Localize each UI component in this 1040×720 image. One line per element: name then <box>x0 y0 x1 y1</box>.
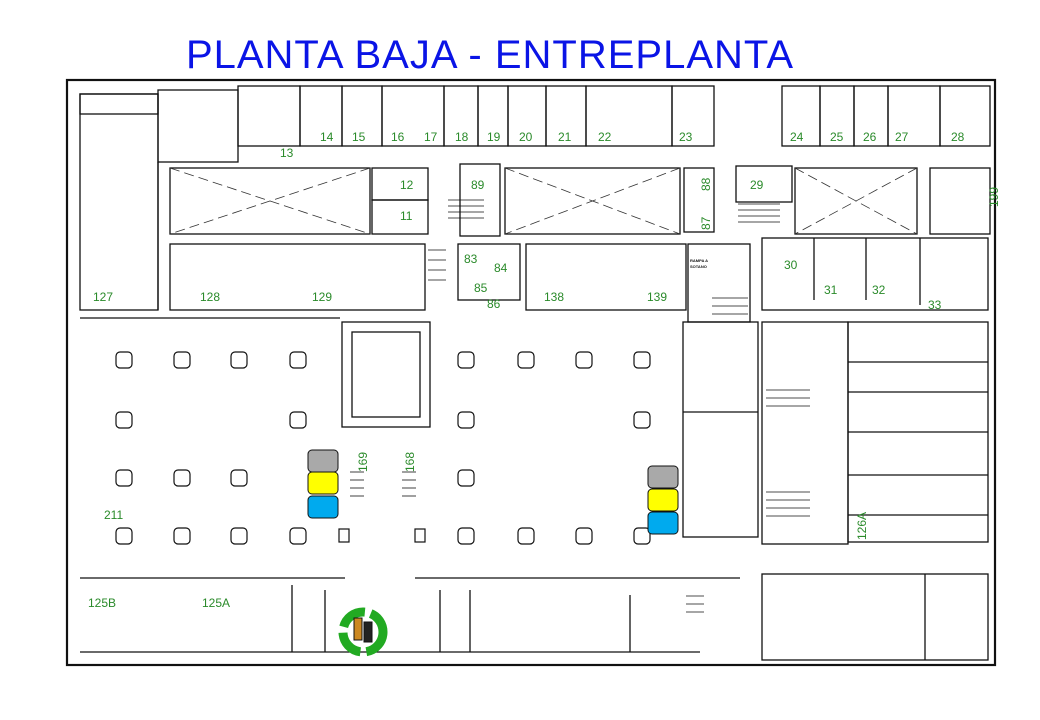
room-label: 31 <box>824 283 838 297</box>
room-label: 29 <box>750 178 764 192</box>
room-label: 22 <box>598 130 612 144</box>
room-label: 13 <box>280 146 294 160</box>
room-label: 16 <box>391 130 405 144</box>
room-label: 33 <box>928 298 942 312</box>
room-label: 126A <box>855 512 869 540</box>
room-label: 17 <box>424 130 438 144</box>
room-label: 21 <box>558 130 572 144</box>
room-label: 20 <box>519 130 533 144</box>
room-label: 127 <box>93 290 113 304</box>
room-label: 169 <box>356 452 370 472</box>
room-label: 211 <box>104 508 123 522</box>
room-label: 15 <box>352 130 366 144</box>
plan-title: PLANTA BAJA - ENTREPLANTA <box>186 33 794 77</box>
room-label: 125B <box>88 596 116 610</box>
room-label: 168 <box>403 452 417 472</box>
room-label: 138 <box>544 290 564 304</box>
room-labels: 13 14 15 16 17 18 19 20 21 22 23 24 25 2… <box>88 130 1001 610</box>
room-label: 32 <box>872 283 886 297</box>
room-label: 26 <box>863 130 877 144</box>
columns <box>115 351 651 545</box>
room-label: 28 <box>951 130 965 144</box>
room-label: 199 <box>987 187 1001 207</box>
walls <box>65 78 997 667</box>
battery-recycling-icon <box>338 607 388 657</box>
room-label: 87 <box>699 216 713 230</box>
room-label: 85 <box>474 281 488 295</box>
room-label: 11 <box>400 209 413 223</box>
room-label: 128 <box>200 290 220 304</box>
room-label: 88 <box>699 177 713 191</box>
room-label: 24 <box>790 130 804 144</box>
room-label: 125A <box>202 596 230 610</box>
room-label: 12 <box>400 178 414 192</box>
room-label: 27 <box>895 130 909 144</box>
room-label: 84 <box>494 261 508 275</box>
ramp-label-line1: RAMPA A <box>690 258 708 263</box>
room-label: 25 <box>830 130 844 144</box>
room-label: 14 <box>320 130 334 144</box>
room-label: 30 <box>784 258 798 272</box>
room-label: 19 <box>487 130 501 144</box>
room-label: 86 <box>487 297 501 311</box>
room-label: 139 <box>647 290 667 304</box>
ramp-label-line2: SOTANO <box>690 264 707 269</box>
room-label: 83 <box>464 252 478 266</box>
recycling-bins-icon <box>307 449 679 535</box>
room-label: 23 <box>679 130 693 144</box>
room-label: 129 <box>312 290 332 304</box>
room-label: 18 <box>455 130 469 144</box>
room-label: 89 <box>471 178 485 192</box>
